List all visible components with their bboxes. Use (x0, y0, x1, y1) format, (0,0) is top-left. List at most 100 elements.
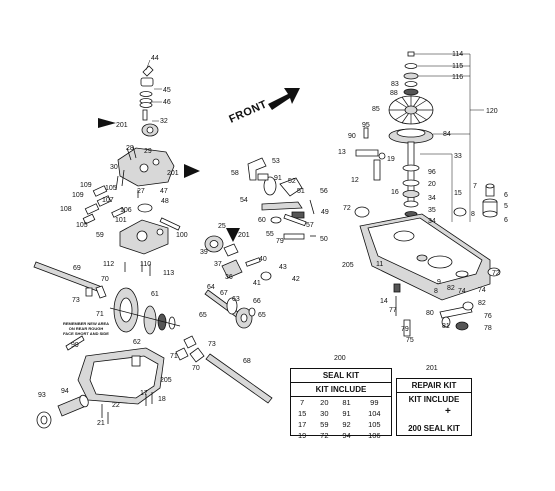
shaft-64 (204, 289, 256, 329)
callout: 55 (266, 231, 274, 238)
callout: 40 (259, 256, 267, 263)
callout: 7 (473, 183, 477, 190)
callout: 16 (391, 189, 399, 196)
callout: 65 (199, 312, 207, 319)
callout: 79 (276, 238, 284, 245)
arrow-201-right (184, 164, 200, 178)
pins-and-plugs-left (82, 185, 153, 225)
table-cell: 99 (370, 398, 379, 407)
table-cell: 19 (297, 431, 307, 440)
callout: 105 (76, 222, 88, 229)
arrow-201-top (98, 118, 116, 128)
callout: 84 (443, 131, 451, 138)
callout: 58 (231, 170, 239, 177)
callout: 80 (426, 310, 434, 317)
callout: 71 (170, 353, 178, 360)
callout: 53 (272, 158, 280, 165)
callout: 105 (105, 185, 117, 192)
callout: 69 (73, 265, 81, 272)
callout: 82 (478, 300, 486, 307)
callout: 60 (258, 217, 266, 224)
callout: 101 (115, 217, 127, 224)
callout: 82 (447, 285, 455, 292)
callout: 36 (225, 274, 233, 281)
table-cell: 30 (320, 409, 329, 418)
callout: 17 (140, 390, 148, 397)
callout: 21 (97, 420, 105, 427)
callout: 71 (96, 311, 104, 318)
table-cell: 105 (368, 420, 381, 429)
callout: 13 (338, 149, 346, 156)
table-cell: 104 (368, 409, 381, 418)
callout: 20 (428, 181, 436, 188)
seal-kit-title: SEAL KIT (291, 369, 391, 383)
callout: 34 (428, 218, 436, 225)
callout: 99 (71, 342, 79, 349)
shaft-69 (33, 261, 107, 299)
repair-kit-title: REPAIR KIT (397, 379, 471, 393)
callout: 19 (387, 156, 395, 163)
table-cell: 106 (368, 431, 381, 440)
table-cell: 81 (342, 398, 351, 407)
repair-kit-subtitle: KIT INCLUDE (408, 395, 460, 404)
table-cell: 91 (342, 409, 351, 418)
callout: 33 (454, 153, 462, 160)
table-row: 19 72 94 106 (291, 430, 391, 441)
callout: 64 (207, 284, 215, 291)
callout: 76 (484, 313, 492, 320)
callout: 12 (351, 177, 359, 184)
leader-brackets-right (414, 53, 484, 222)
callout: 78 (484, 325, 492, 332)
callout: 59 (96, 232, 104, 239)
callout: 109 (72, 192, 84, 199)
callout: 11 (376, 261, 383, 268)
table-cell: 94 (342, 431, 351, 440)
callout: 35 (428, 207, 436, 214)
lower-housing-205 (65, 335, 165, 405)
callout: 100 (176, 232, 188, 239)
table-cell: 15 (297, 409, 307, 418)
callout: 70 (192, 365, 200, 372)
callout: 47 (160, 188, 168, 195)
callout: 93 (38, 392, 46, 399)
table-row: 7 20 81 99 (291, 397, 391, 408)
callout: 201 (116, 122, 128, 129)
callout: 205 (342, 262, 354, 269)
callout: 91 (274, 175, 282, 182)
lever-13 (355, 127, 386, 181)
callout: 74 (458, 288, 466, 295)
callout: 6 (504, 192, 508, 199)
callout: 42 (292, 276, 300, 283)
callout: 95 (362, 122, 370, 129)
callout: 83 (391, 81, 399, 88)
fan-pulley-stack (388, 51, 434, 226)
callout: 94 (61, 388, 69, 395)
callout: 114 (452, 51, 463, 58)
callout: 9 (437, 279, 441, 286)
assembly-note: REMEMBER NEW AREA ON REAR ROUGH FACE SHO… (58, 321, 114, 336)
table-row: 17 59 92 105 (291, 419, 391, 430)
callout: 201 (167, 170, 179, 177)
callout: 112 (103, 261, 114, 268)
callout: 70 (101, 276, 109, 283)
callout: 107 (102, 197, 114, 204)
callout: 32 (160, 118, 168, 125)
callout: 18 (158, 396, 166, 403)
callout: 54 (240, 197, 248, 204)
arrow-201-center (226, 228, 240, 242)
callout: 96 (428, 169, 436, 176)
callout: 45 (163, 87, 171, 94)
callout: 115 (452, 63, 463, 70)
repair-kit-footer: 200 SEAL KIT (408, 424, 460, 433)
callout: 52 (288, 178, 296, 185)
cover-plate-assembly (115, 145, 175, 191)
assembly-note-line: ON REAR ROUGH (68, 326, 104, 331)
center-valve-block (119, 217, 181, 276)
callout: 73 (208, 341, 216, 348)
callout: 79 (401, 326, 409, 333)
callout: 201 (426, 365, 438, 372)
callout: 205 (160, 377, 172, 384)
callout: 49 (321, 209, 329, 216)
callout: 85 (372, 106, 380, 113)
callout: 39 (200, 249, 208, 256)
